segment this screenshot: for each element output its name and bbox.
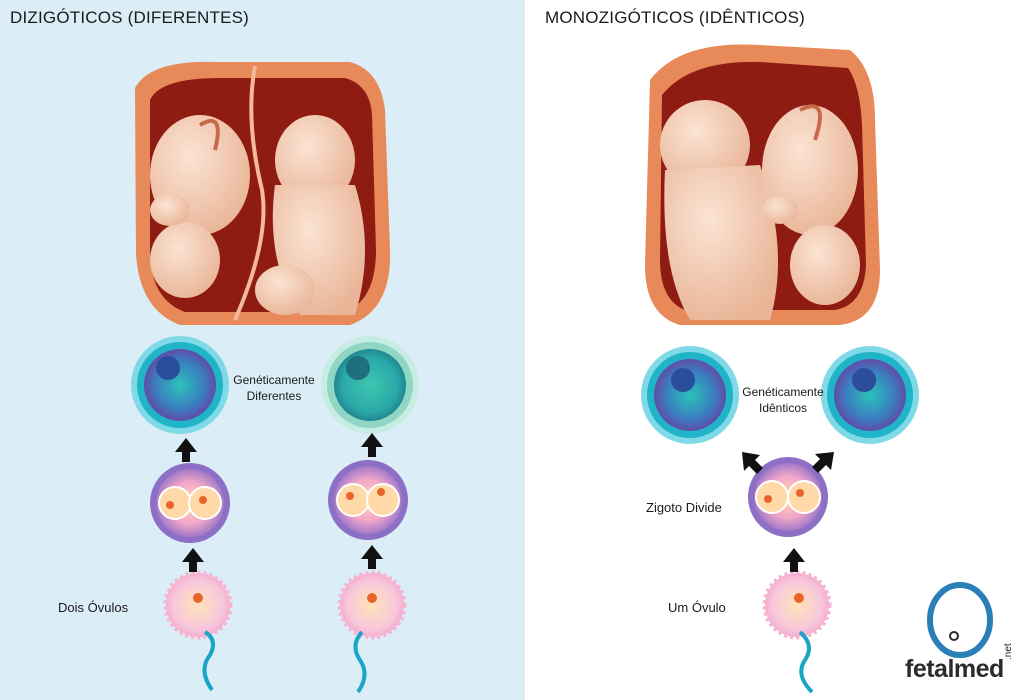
fetalmed-logo-text: fetalmed bbox=[905, 655, 1004, 683]
right-genetic-label-line2: Idênticos bbox=[758, 401, 808, 415]
right-blastocyst-b bbox=[821, 346, 919, 444]
left-blastocyst-b bbox=[321, 336, 419, 434]
zygote-divides-label: Zigoto Divide bbox=[646, 500, 722, 515]
arrow-up-left-icon bbox=[742, 452, 763, 474]
right-sperm bbox=[798, 630, 814, 694]
left-twin-a bbox=[150, 115, 250, 298]
left-sperm-a bbox=[202, 630, 216, 692]
left-blastocyst-a bbox=[131, 336, 229, 434]
arrow-up-icon bbox=[361, 433, 383, 457]
right-blastocyst-a bbox=[641, 346, 739, 444]
two-eggs-label: Dois Óvulos bbox=[58, 600, 129, 615]
right-zygote bbox=[748, 457, 828, 537]
arrow-up-icon bbox=[175, 438, 197, 462]
right-panel-title: MONOZIGÓTICOS (IDÊNTICOS) bbox=[545, 8, 805, 27]
arrow-up-icon bbox=[783, 548, 805, 572]
left-genetic-label-line2: Diferentes bbox=[246, 389, 302, 403]
right-genetic-label: Genéticamente Idênticos bbox=[737, 384, 829, 416]
fetalmed-logo-suffix: .net bbox=[1003, 643, 1014, 660]
right-egg bbox=[762, 570, 832, 640]
arrow-up-right-icon bbox=[812, 452, 834, 473]
arrow-up-icon bbox=[182, 548, 204, 572]
left-sperm-b bbox=[353, 630, 367, 694]
fetalmed-logo-mark bbox=[927, 582, 993, 658]
right-twin-a bbox=[660, 100, 778, 320]
left-egg-a bbox=[163, 570, 233, 640]
left-panel-title: DIZIGÓTICOS (DIFERENTES) bbox=[10, 8, 250, 27]
left-egg-b bbox=[337, 570, 407, 640]
left-zygote-b bbox=[328, 460, 408, 540]
left-genetic-label-line1: Genéticamente bbox=[233, 373, 315, 387]
arrow-up-icon bbox=[361, 545, 383, 569]
one-egg-label: Um Óvulo bbox=[668, 600, 726, 615]
left-twin-b bbox=[255, 115, 365, 315]
right-twin-b bbox=[762, 104, 860, 305]
left-zygote-a bbox=[150, 463, 230, 543]
left-genetic-label: Genéticamente Diferentes bbox=[228, 372, 320, 404]
right-genetic-label-line1: Genéticamente bbox=[742, 385, 824, 399]
